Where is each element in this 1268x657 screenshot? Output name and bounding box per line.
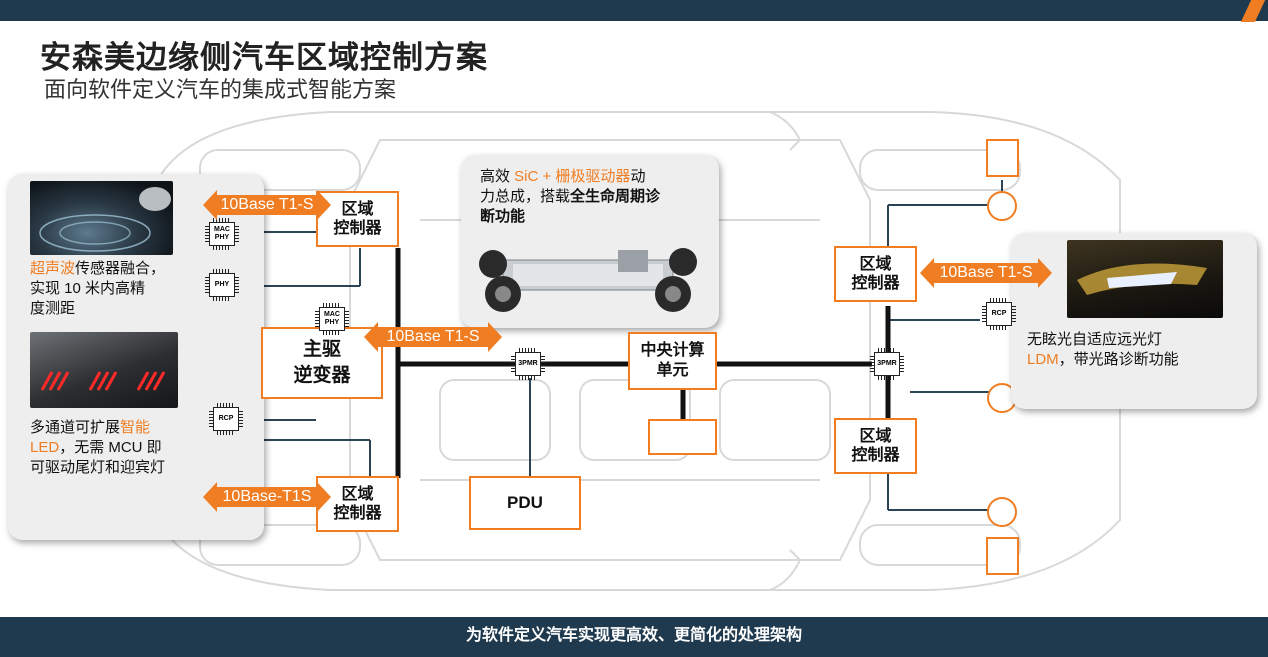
top-bar: [0, 0, 1268, 21]
ldm-text-2: ，带光路诊断功能: [1058, 351, 1179, 368]
sic-text-1: 高效: [480, 168, 515, 185]
link-arrow-top-left: 10Base T1-S: [203, 190, 331, 220]
main-inverter: 主驱 逆变器: [261, 327, 383, 399]
sic-highlight: SiC + 栅极驱动器: [514, 168, 631, 185]
link-arrow-bottom-left: 10Base-T1S: [203, 482, 331, 512]
phy-chip: PHY: [205, 269, 239, 301]
zone-controller-right-top: 区域 控制器: [834, 246, 917, 302]
link-arrow-inverter: 10Base T1-S: [364, 322, 502, 352]
led-caption: 多通道可扩展智能 LED，无需 MCU 即 可驱动尾灯和迎宾灯: [30, 418, 230, 478]
sic-text-2: 动: [630, 168, 646, 185]
ultrasonic-caption: 超声波传感器融合， 实现 10 米内高精 度测距: [30, 259, 200, 319]
footer-banner: 为软件定义汽车实现更高效、更简化的处理架构: [0, 617, 1268, 657]
pdu-box: PDU: [469, 476, 581, 530]
led-highlight-2: LED: [30, 439, 60, 456]
ldm-highlight: LDM: [1027, 351, 1059, 368]
car-outline-diagram: [149, 111, 1121, 591]
tail-light-photo: [30, 332, 178, 408]
sic-caption: 高效 SiC + 栅极驱动器动 力总成，搭载全生命周期诊 断功能: [480, 167, 710, 227]
mac-phy-chip-2: MAC PHY: [315, 303, 349, 335]
ldm-text-1: 无眩光自适应远光灯: [1027, 331, 1163, 348]
ultrasonic-text-3: 度测距: [30, 300, 76, 317]
mac-phy-chip-2-label: MAC PHY: [324, 311, 340, 326]
rcp-chip-right-label: RCP: [991, 310, 1007, 317]
ultrasonic-text-1: 传感器融合，: [75, 260, 166, 277]
led-text-1: 多通道可扩展: [30, 419, 121, 436]
mac-phy-chip-1: MAC PHY: [205, 218, 239, 250]
sic-text-4: 断功能: [480, 208, 526, 225]
central-compute-unit: 中央计算 单元: [628, 332, 717, 390]
page-title: 安森美边缘侧汽车区域控制方案: [40, 40, 488, 75]
link-arrow-right: 10Base T1-S: [920, 258, 1052, 288]
ultrasonic-highlight: 超声波: [30, 260, 76, 277]
led-text-3: 可驱动尾灯和迎宾灯: [30, 459, 166, 476]
sic-text-3: 力总成，搭载: [480, 188, 571, 205]
pmr-chip-left: 3PMR: [511, 348, 545, 380]
page-subtitle: 面向软件定义汽车的集成式智能方案: [44, 77, 397, 102]
headlight-photo: [1067, 240, 1223, 318]
ultrasonic-text-2: 实现 10 米内高精: [30, 280, 146, 297]
rcp-chip-right: RCP: [982, 298, 1016, 330]
ldm-caption: 无眩光自适应远光灯 LDM，带光路诊断功能: [1027, 330, 1252, 370]
zone-controller-right-bottom: 区域 控制器: [834, 418, 917, 474]
led-highlight-1: 智能: [120, 419, 151, 436]
rcp-chip-left: RCP: [209, 403, 243, 435]
pmr-chip-left-label: 3PMR: [518, 360, 538, 367]
ev-chassis-illustration: [479, 248, 697, 312]
rcp-chip-left-label: RCP: [218, 415, 234, 422]
led-text-2: ，无需 MCU 即: [59, 439, 162, 456]
pmr-chip-right-label: 3PMR: [877, 360, 897, 367]
ultrasonic-sensor-photo: [30, 181, 173, 255]
pmr-chip-right: 3PMR: [870, 348, 904, 380]
mac-phy-chip-1-label: MAC PHY: [214, 226, 230, 241]
sic-bold: 全生命周期诊: [570, 188, 661, 205]
phy-chip-label: PHY: [214, 281, 230, 288]
